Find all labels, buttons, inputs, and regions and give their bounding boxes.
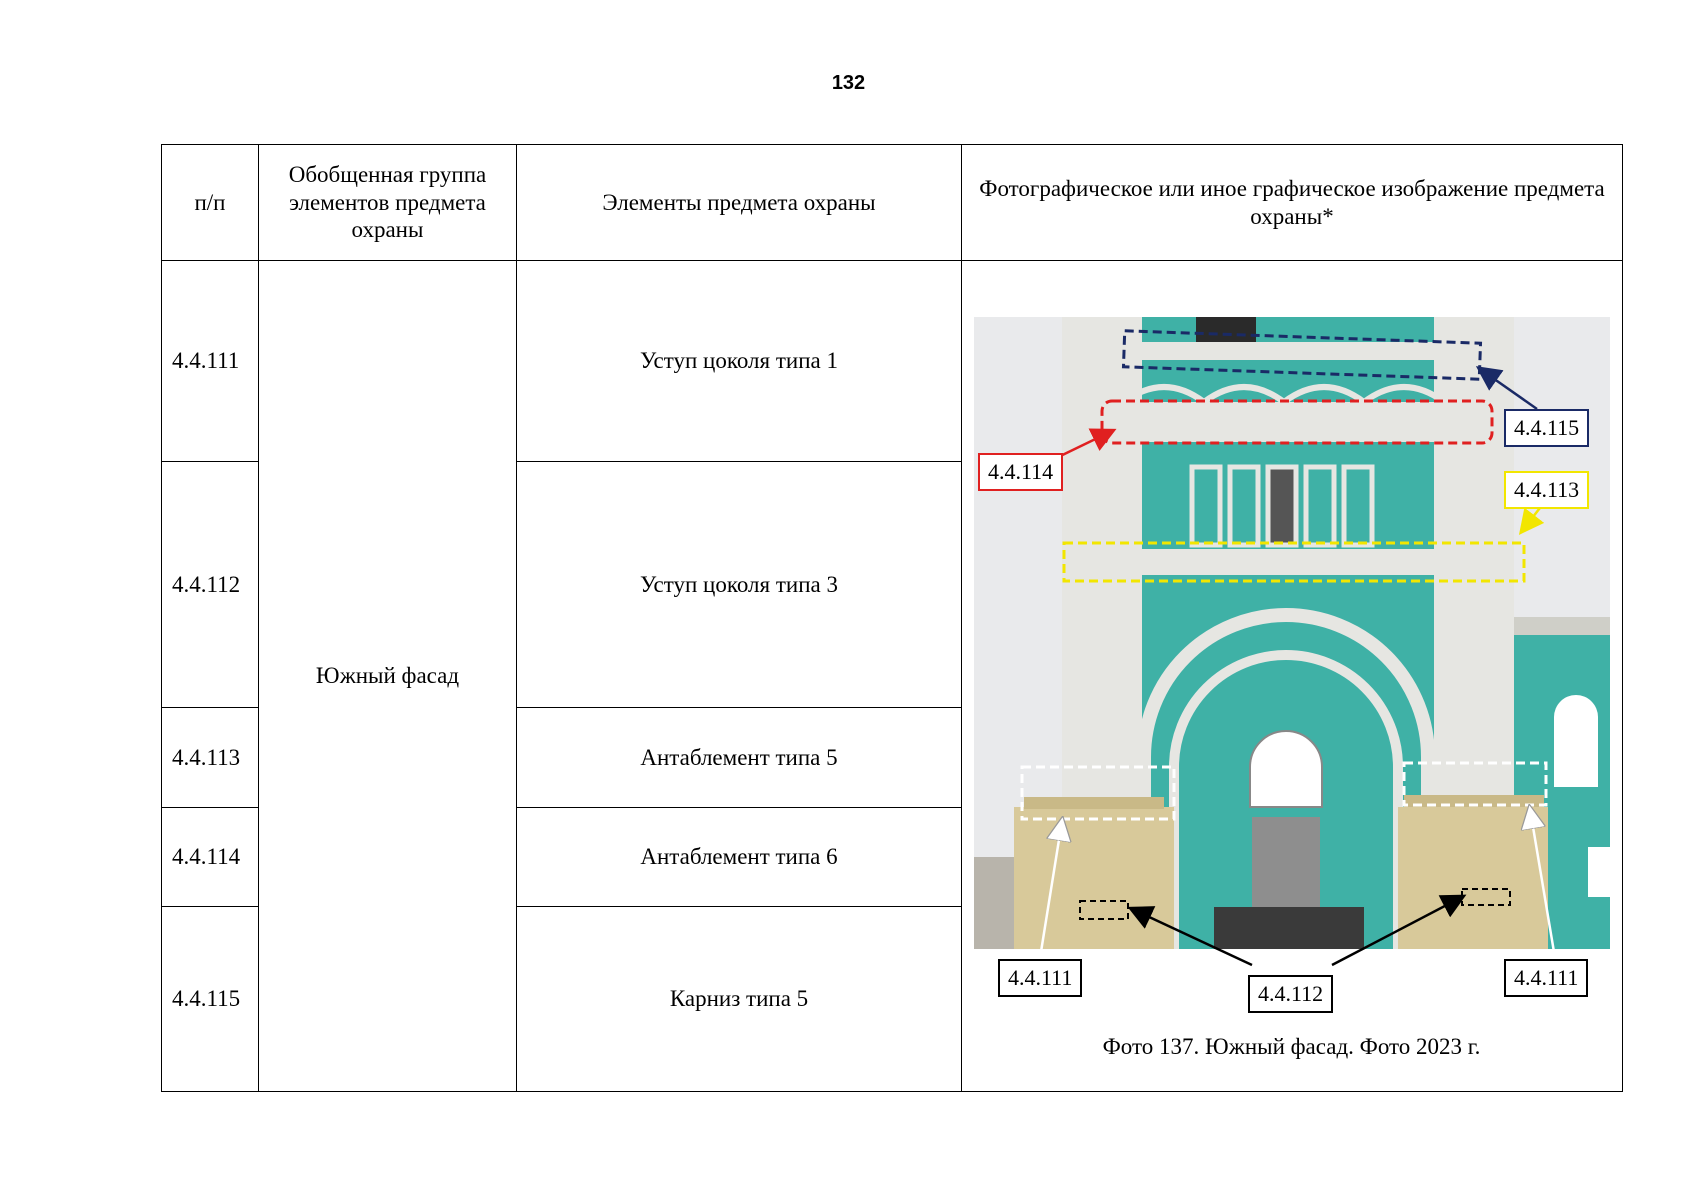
header-image: Фотографическое или иное графическое изо… bbox=[961, 144, 1623, 261]
callout-4-4-111-left: 4.4.111 bbox=[998, 959, 1083, 998]
row-number: 4.4.111 bbox=[161, 260, 259, 462]
table-row: 4.4.115 Карниз типа 5 bbox=[161, 906, 1623, 1092]
element-cell: Антаблемент типа 6 bbox=[516, 806, 962, 908]
row-number: 4.4.115 bbox=[161, 906, 259, 1092]
protection-table: п/п Обобщенная группа элементов предмета… bbox=[161, 144, 1623, 1092]
table-row: 4.4.113 Антаблемент типа 5 bbox=[161, 707, 1623, 808]
callout-4-4-113: 4.4.113 bbox=[1504, 471, 1590, 510]
header-group: Обобщенная группа элементов предмета охр… bbox=[258, 144, 517, 261]
element-cell: Карниз типа 5 bbox=[516, 906, 962, 1092]
header-elements: Элементы предмета охраны bbox=[516, 144, 962, 261]
row-number: 4.4.114 bbox=[161, 806, 259, 908]
photo-container: 4.4.115 4.4.114 4.4.113 4.4.111 4.4.112 … bbox=[962, 261, 1621, 1091]
header-number: п/п bbox=[161, 144, 259, 261]
row-number: 4.4.113 bbox=[161, 707, 259, 808]
table-header-row: п/п Обобщенная группа элементов предмета… bbox=[161, 144, 1623, 261]
callout-4-4-112: 4.4.112 bbox=[1248, 975, 1334, 1014]
table-row: 4.4.111 Южный фасад Уступ цоколя типа 1 bbox=[161, 260, 1623, 1092]
element-cell: Уступ цоколя типа 1 bbox=[516, 260, 962, 462]
photo-caption: Фото 137. Южный фасад. Фото 2023 г. bbox=[1102, 1034, 1481, 1059]
group-cell: Южный фасад bbox=[258, 260, 517, 1092]
table-row: 4.4.114 Антаблемент типа 6 bbox=[161, 806, 1623, 908]
callout-4-4-115: 4.4.115 bbox=[1504, 409, 1590, 448]
page-number: 132 bbox=[831, 72, 866, 94]
element-cell: Уступ цоколя типа 3 bbox=[516, 460, 962, 709]
element-cell: Антаблемент типа 5 bbox=[516, 707, 962, 808]
callout-4-4-111-right: 4.4.111 bbox=[1504, 959, 1589, 998]
photo-cell: 4.4.115 4.4.114 4.4.113 4.4.111 4.4.112 … bbox=[961, 260, 1623, 1092]
callout-4-4-114: 4.4.114 bbox=[978, 453, 1064, 492]
row-number: 4.4.112 bbox=[161, 460, 259, 709]
table-row: 4.4.112 Уступ цоколя типа 3 bbox=[161, 460, 1623, 709]
